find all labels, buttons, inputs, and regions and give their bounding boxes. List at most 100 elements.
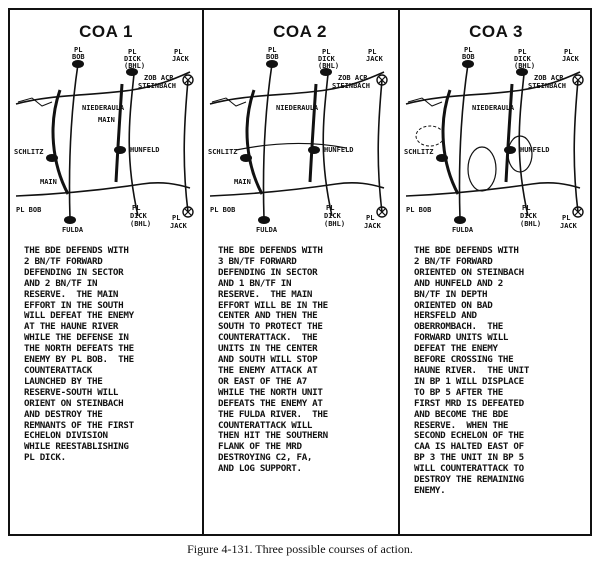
map-label-zob: ZOB ACR	[534, 74, 564, 82]
map-label-niederaula: NIEDERAULA	[276, 104, 319, 112]
counterattack-line	[235, 142, 347, 151]
map-label-pl-bob-bottom: PL BOB	[16, 206, 41, 214]
map-label-pl-dick-bottom2: DICK	[520, 212, 538, 220]
river	[17, 97, 53, 107]
battle-position	[507, 135, 533, 173]
map-label-pl-dick-top3: (BHL)	[318, 62, 339, 70]
map-label-pl-dick-bottom: PL	[522, 204, 530, 212]
pl-jack-line	[183, 79, 189, 213]
map-label-pl-dick-bottom: PL	[326, 204, 334, 212]
map-label-hunfeld: HUNFELD	[520, 146, 550, 154]
map-label-pl-jack-top: PL	[564, 48, 572, 56]
town-marker	[462, 60, 474, 68]
pl-jack-marker-icon	[572, 74, 584, 86]
town-marker	[454, 216, 466, 224]
battle-position	[415, 125, 445, 147]
pl-jack-marker-icon	[182, 206, 194, 218]
map-label-pl-jack-bottom2: JACK	[364, 222, 382, 230]
map-label-pl-bob-top: PL	[268, 46, 276, 54]
pl-dick-line	[128, 73, 139, 217]
town-marker	[504, 146, 516, 154]
map-label-schlitz: SCHLITZ	[404, 148, 434, 156]
battle-position	[467, 146, 497, 192]
map-label-pl-dick-bottom3: (BHL)	[520, 220, 541, 228]
main-attack-axis	[441, 89, 460, 195]
map-label-pl-jack-top2: JACK	[366, 55, 384, 63]
map-label-pl-jack-bottom: PL	[366, 214, 374, 222]
map-label-pl-bob-top2: BOB	[266, 53, 279, 61]
map-label-niederaula: NIEDERAULA	[82, 104, 125, 112]
river	[211, 97, 247, 107]
town-marker	[46, 154, 58, 162]
coa-title: COA 2	[273, 22, 327, 41]
town-marker	[240, 154, 252, 162]
pl-bob-line	[262, 63, 273, 220]
map-label-steinbach: STEINBACH	[138, 82, 176, 90]
panel-divider	[202, 8, 204, 536]
map-label-pl-dick-top3: (BHL)	[514, 62, 535, 70]
map-label-pl-jack-top: PL	[174, 48, 182, 56]
map-label-pl-bob-top2: BOB	[462, 53, 475, 61]
town-marker	[516, 68, 528, 76]
map-label-axis-south: MAIN	[234, 178, 251, 186]
map-label-axis-south: MAIN	[40, 178, 57, 186]
pl-jack-line	[377, 79, 383, 213]
boundary-north	[405, 71, 581, 105]
pl-jack-marker-icon	[376, 74, 388, 86]
map-label-fulda: FULDA	[62, 226, 84, 234]
map-label-pl-dick-top3: (BHL)	[124, 62, 145, 70]
main-attack-axis	[51, 89, 70, 195]
map-label-pl-dick-top: PL	[518, 48, 526, 56]
map-label-pl-dick-top2: DICK	[514, 55, 532, 63]
pl-dick-line	[518, 73, 529, 217]
map-label-pl-dick-bottom3: (BHL)	[324, 220, 345, 228]
map-label-pl-dick-bottom3: (BHL)	[130, 220, 151, 228]
town-marker	[114, 146, 126, 154]
map-label-steinbach: STEINBACH	[528, 82, 566, 90]
pl-dick-line	[322, 73, 333, 217]
town-marker	[72, 60, 84, 68]
pl-bob-line	[68, 63, 79, 220]
town-marker	[308, 146, 320, 154]
map-label-pl-bob-top2: BOB	[72, 53, 85, 61]
main-attack-axis	[114, 83, 124, 183]
map-label-fulda: FULDA	[256, 226, 278, 234]
main-attack-axis	[245, 89, 264, 195]
map-label-pl-jack-top2: JACK	[562, 55, 580, 63]
coa-description: THE BDE DEFENDS WITH 2 BN/TF FORWARD ORI…	[414, 245, 530, 496]
town-marker	[436, 154, 448, 162]
map-label-pl-jack-bottom: PL	[562, 214, 570, 222]
map-label-axis-north: MAIN	[98, 116, 115, 124]
pl-jack-marker-icon	[182, 74, 194, 86]
map-label-pl-bob-bottom: PL BOB	[406, 206, 431, 214]
map-label-fulda: FULDA	[452, 226, 474, 234]
map-label-hunfeld: HUNFELD	[324, 146, 354, 154]
map-label-steinbach: STEINBACH	[332, 82, 370, 90]
pl-bob-line	[458, 63, 469, 220]
map-label-pl-jack-top: PL	[368, 48, 376, 56]
coa-description: THE BDE DEFENDS WITH 3 BN/TF FORWARD DEF…	[218, 245, 328, 475]
map-label-schlitz: SCHLITZ	[14, 148, 44, 156]
map-label-pl-dick-top2: DICK	[124, 55, 142, 63]
pl-jack-marker-icon	[376, 206, 388, 218]
map-label-zob: ZOB ACR	[338, 74, 368, 82]
map-label-pl-dick-bottom2: DICK	[130, 212, 148, 220]
town-marker	[320, 68, 332, 76]
main-attack-axis	[504, 83, 514, 183]
map-label-schlitz: SCHLITZ	[208, 148, 238, 156]
boundary-south	[405, 181, 581, 197]
town-marker	[266, 60, 278, 68]
coa-description: THE BDE DEFENDS WITH 2 BN/TF FORWARD DEF…	[24, 245, 134, 464]
map-label-niederaula: NIEDERAULA	[472, 104, 515, 112]
main-attack-axis	[308, 83, 318, 183]
map-label-pl-bob-top: PL	[464, 46, 472, 54]
